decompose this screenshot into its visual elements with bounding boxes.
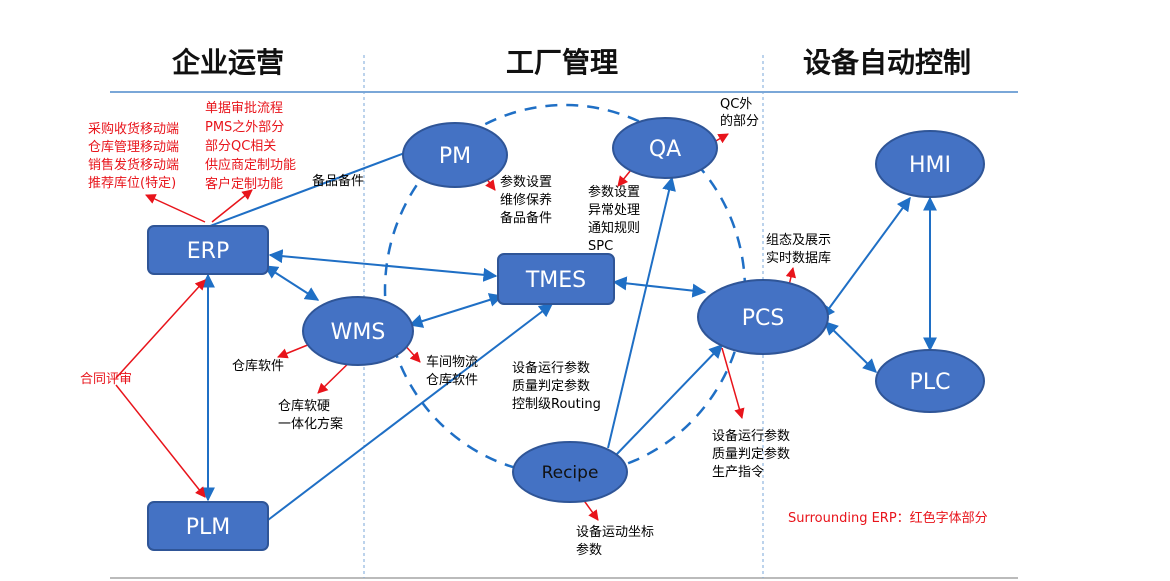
note-pcs-display-line: 实时数据库 <box>766 250 831 266</box>
note-recipe-params-line: 控制级Routing <box>512 397 601 412</box>
red-note-mobile-line: 销售发货移动端 <box>88 157 179 173</box>
red-note-approval-line: 部分QC相关 <box>205 139 276 154</box>
note-pm-functions-line: 备品备件 <box>500 210 552 226</box>
red-arrow-contract-erp <box>115 279 206 379</box>
node-hmi[interactable]: HMI <box>875 130 985 198</box>
edge-pcs-plc <box>824 321 877 373</box>
edge-pcs-hmi <box>821 196 911 320</box>
section-title-enterprise: 企业运营 <box>172 46 284 79</box>
note-qa-functions-line: 通知规则 <box>588 220 640 236</box>
red-note-approval-line: 供应商定制功能 <box>205 157 296 173</box>
red-arrow-erp-mobile <box>145 194 206 223</box>
note-qa-outside: QC外 的部分 <box>720 97 759 129</box>
node-plc[interactable]: PLC <box>875 349 985 413</box>
node-tmes[interactable]: TMES <box>497 253 615 305</box>
red-note-surrounding: Surrounding ERP：红色字体部分 <box>788 510 988 526</box>
node-pm-label: PM <box>439 144 471 169</box>
blue-connections <box>201 145 937 521</box>
red-note-mobile-line: 采购收货移动端 <box>88 121 179 137</box>
red-arrow-erp-approval <box>211 189 253 223</box>
red-note-mobile: 采购收货移动端 仓库管理移动端 销售发货移动端 推荐库位(特定) <box>88 121 179 191</box>
note-pm-functions-line: 维修保养 <box>500 192 552 208</box>
red-arrow-pcs-params <box>721 347 745 420</box>
node-tmes-label: TMES <box>525 268 586 293</box>
node-plc-label: PLC <box>910 370 951 395</box>
note-motion-line: 设备运动坐标 <box>576 524 654 540</box>
red-note-mobile-line: 推荐库位(特定) <box>88 175 176 191</box>
node-qa-label: QA <box>649 137 681 162</box>
note-motion-line: 参数 <box>576 542 602 558</box>
note-spare-parts: 备品备件 <box>312 173 364 189</box>
node-recipe[interactable]: Recipe <box>512 441 628 503</box>
note-wms-hardware-line: 仓库软硬 <box>278 398 330 414</box>
note-qa-functions: 参数设置 异常处理 通知规则 SPC <box>588 184 640 254</box>
note-motion: 设备运动坐标 参数 <box>576 524 654 558</box>
node-qa[interactable]: QA <box>612 117 718 179</box>
edge-recipe-qa <box>607 176 676 449</box>
note-wms-hardware: 仓库软硬 一体化方案 <box>278 398 343 432</box>
edge-recipe-pcs <box>615 343 723 456</box>
edge-erp-tmes <box>268 249 498 282</box>
red-note-contract: 合同评审 <box>80 372 132 387</box>
node-hmi-label: HMI <box>909 153 951 178</box>
red-note-approval: 单据审批流程 PMS之外部分 部分QC相关 供应商定制功能 客户定制功能 <box>205 101 296 192</box>
red-arrow-contract-plm <box>115 384 206 498</box>
edge-erp-wms <box>263 265 320 301</box>
node-plm[interactable]: PLM <box>147 501 269 551</box>
note-qa-outside-line: QC外 <box>720 97 752 112</box>
edge-tmes-pcs <box>612 276 707 298</box>
note-qa-functions-line: SPC <box>588 239 613 254</box>
red-note-approval-line: 单据审批流程 <box>205 101 283 116</box>
note-recipe-params-line: 设备运行参数 <box>512 360 590 376</box>
note-recipe-params: 设备运行参数 质量判定参数 控制级Routing <box>512 360 601 412</box>
note-wms-hardware-line: 一体化方案 <box>278 416 343 432</box>
node-wms-label: WMS <box>331 320 386 345</box>
note-workshop-line: 车间物流 <box>426 354 478 370</box>
red-note-approval-line: 客户定制功能 <box>205 176 283 192</box>
node-erp-label: ERP <box>187 239 229 264</box>
edge-erp-pm <box>209 145 420 227</box>
note-pcs-display-line: 组态及展示 <box>766 233 831 248</box>
note-pm-functions: 参数设置 维修保养 备品备件 <box>500 174 552 226</box>
red-note-approval-line: PMS之外部分 <box>205 120 284 135</box>
node-pm[interactable]: PM <box>402 122 508 188</box>
note-qa-functions-line: 参数设置 <box>588 184 640 200</box>
node-plm-label: PLM <box>186 515 231 540</box>
note-pcs-params-line: 设备运行参数 <box>712 428 790 444</box>
note-qa-outside-line: 的部分 <box>720 113 759 129</box>
note-pcs-params-line: 生产指令 <box>712 465 764 480</box>
section-title-equipment: 设备自动控制 <box>803 46 971 79</box>
section-title-factory: 工厂管理 <box>506 46 618 79</box>
note-workshop: 车间物流 仓库软件 <box>426 354 478 388</box>
note-qa-functions-line: 异常处理 <box>588 203 640 218</box>
note-pm-functions-line: 参数设置 <box>500 174 552 190</box>
node-pcs-label: PCS <box>742 306 785 331</box>
note-pcs-display: 组态及展示 实时数据库 <box>766 233 831 266</box>
note-pcs-params: 设备运行参数 质量判定参数 生产指令 <box>712 428 790 480</box>
edge-plm-tmes <box>267 303 554 521</box>
edge-wms-tmes <box>408 293 504 328</box>
node-recipe-label: Recipe <box>542 463 599 483</box>
note-wms-software: 仓库软件 <box>232 358 284 374</box>
note-recipe-params-line: 质量判定参数 <box>512 378 590 394</box>
note-pcs-params-line: 质量判定参数 <box>712 446 790 462</box>
node-erp[interactable]: ERP <box>147 225 269 275</box>
node-wms[interactable]: WMS <box>302 296 414 366</box>
note-workshop-line: 仓库软件 <box>426 372 478 388</box>
node-pcs[interactable]: PCS <box>697 279 829 355</box>
red-note-mobile-line: 仓库管理移动端 <box>88 139 179 155</box>
